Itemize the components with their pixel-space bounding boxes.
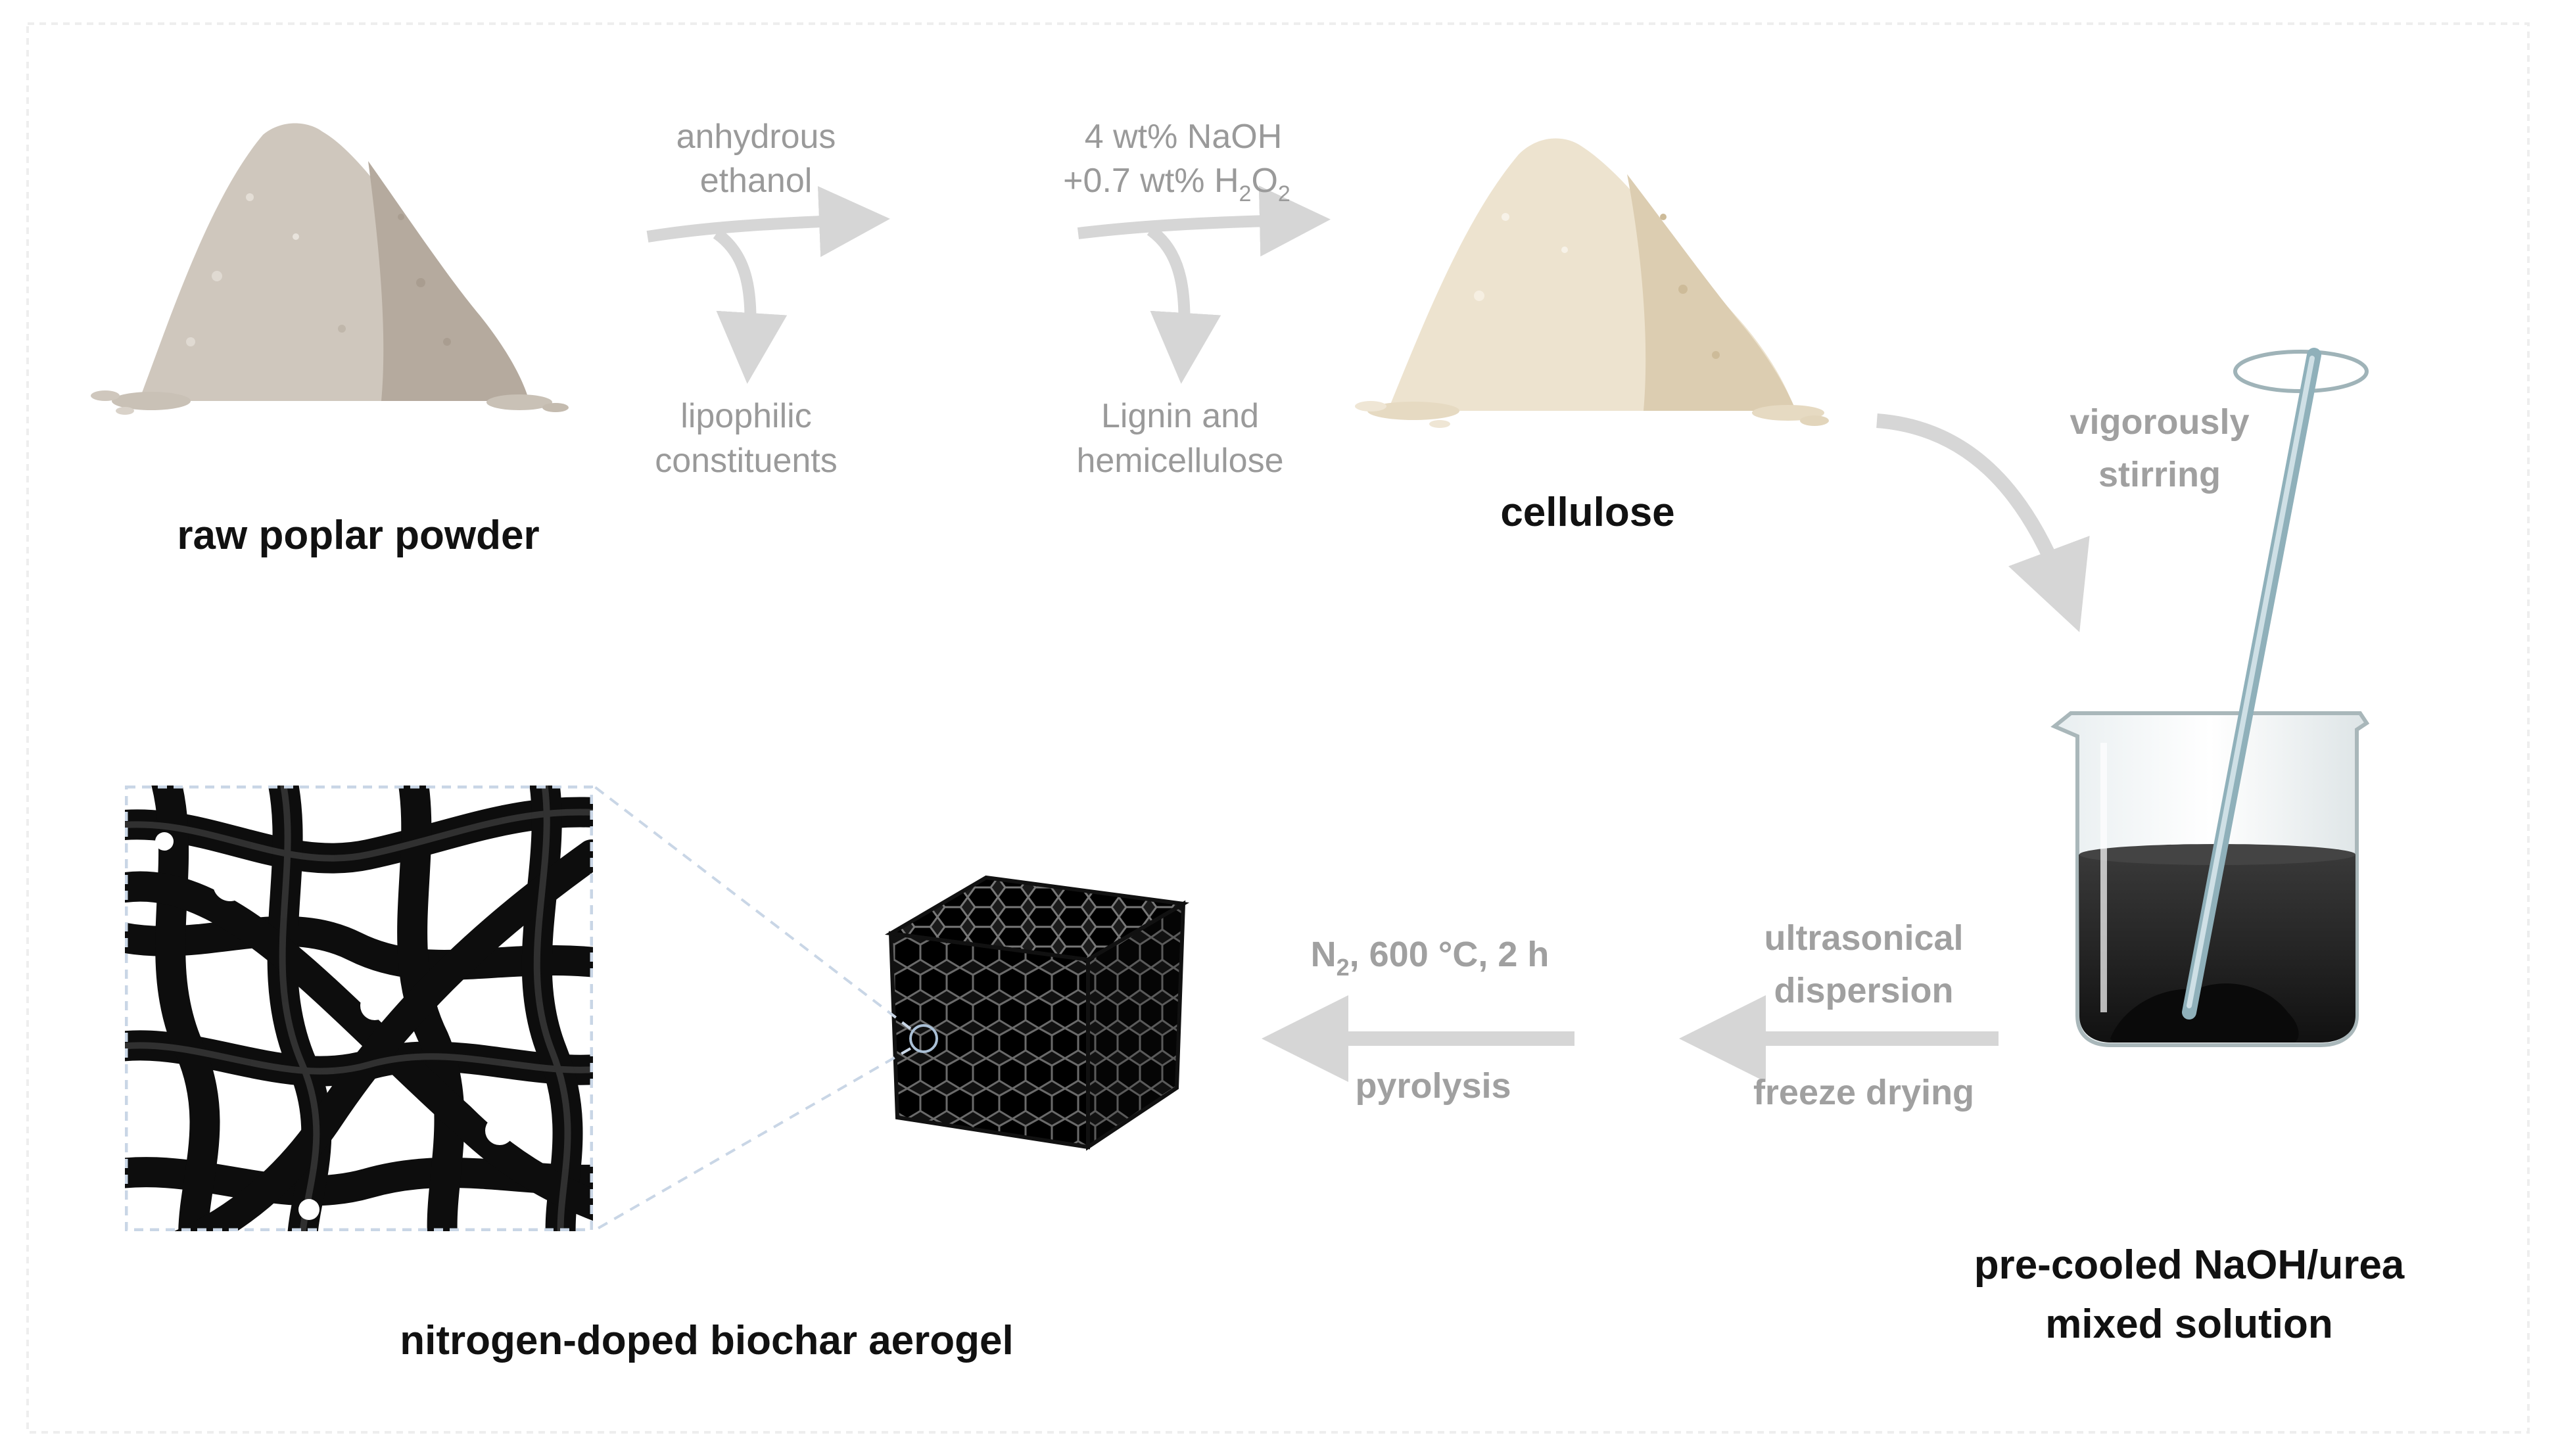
step1-reagent-line2: ethanol — [700, 162, 813, 200]
beaker-icon — [2050, 348, 2370, 1047]
extraction-arrow-1 — [646, 186, 890, 384]
solution-label-line1: pre-cooled NaOH/urea — [1974, 1242, 2405, 1288]
step5-pyrolysis: pyrolysis — [1355, 1066, 1511, 1106]
step4-line2: dispersion — [1774, 971, 1953, 1010]
aerogel-label: nitrogen-doped biochar aerogel — [400, 1318, 1014, 1363]
aerogel-cube-icon — [884, 875, 1190, 1151]
porous-network-zoom — [125, 786, 593, 1231]
step1-reagent-line1: anhydrous — [676, 118, 836, 156]
step3-line1: vigorously — [2070, 402, 2249, 442]
cellulose-pile — [1355, 138, 1829, 428]
raw-poplar-powder-label: raw poplar powder — [177, 513, 539, 558]
cellulose-label: cellulose — [1500, 490, 1674, 535]
step2-byproduct-line1: Lignin and — [1101, 397, 1259, 435]
stirring-arrow — [1876, 413, 2090, 632]
step2-byproduct-line2: hemicellulose — [1076, 442, 1283, 480]
step4-line3: freeze drying — [1753, 1073, 1974, 1112]
step3-line2: stirring — [2098, 455, 2221, 494]
frame — [26, 22, 2530, 1434]
raw-poplar-powder-pile — [91, 123, 569, 415]
step4-line1: ultrasonical — [1764, 918, 1963, 958]
step1-byproduct-line1: lipophilic — [680, 397, 811, 435]
step5-conditions: N2, 600 °C, 2 h — [1311, 935, 1550, 981]
zoom-line-top — [592, 784, 912, 1030]
step1-byproduct-line2: constituents — [655, 442, 838, 480]
zoom-line-bottom — [592, 1047, 911, 1233]
extraction-arrow-2 — [1077, 185, 1331, 384]
step2-reagent-line2: +0.7 wt% H2O2 — [1063, 162, 1290, 206]
solution-label-line2: mixed solution — [2045, 1302, 2332, 1347]
step2-reagent-line1: 4 wt% NaOH — [1085, 118, 1283, 156]
